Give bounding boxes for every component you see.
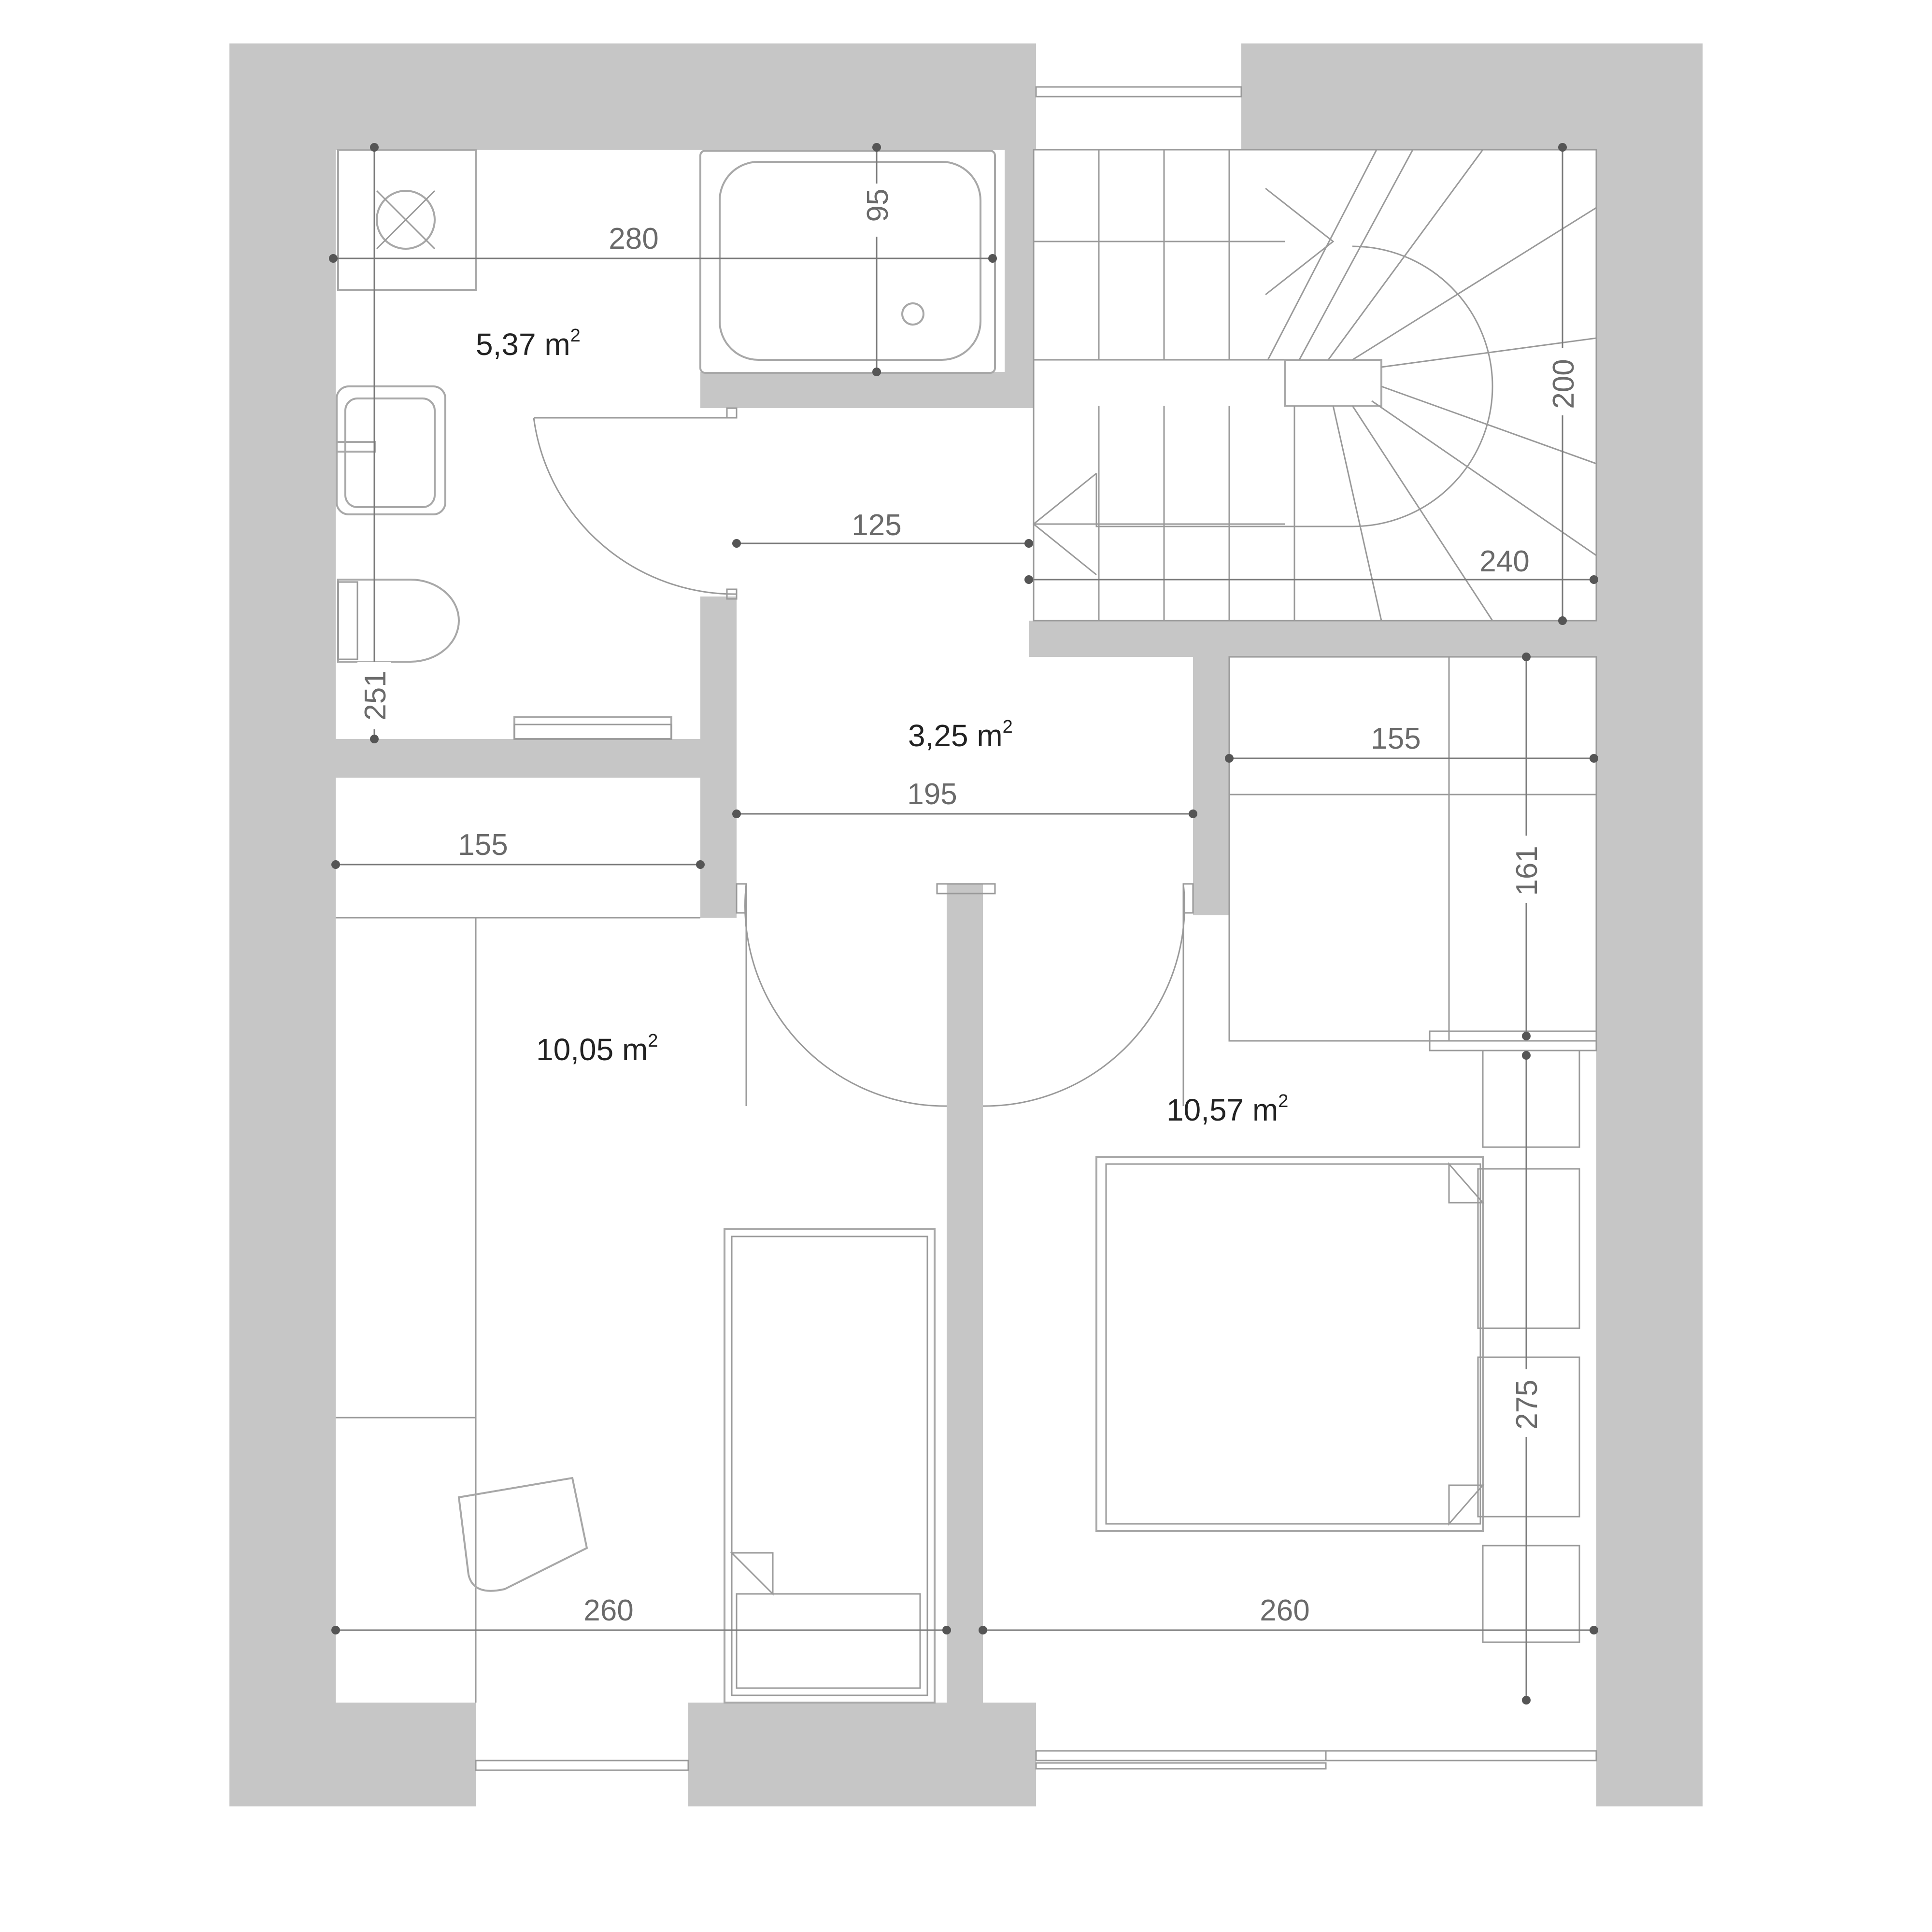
walls: [229, 43, 1703, 1806]
dim-bath-width: 280: [609, 222, 658, 256]
single-bed-pillow: [730, 1552, 774, 1596]
window-top: [1035, 86, 1242, 98]
dimension-lines: [329, 143, 1598, 1705]
dim-closet-left: 155: [458, 828, 508, 862]
wall-hall-right: [1193, 654, 1229, 915]
dim-closet-right-depth: 161: [1510, 846, 1544, 895]
sink-basin: [344, 398, 436, 508]
staircase: [1032, 149, 1597, 622]
stair-walkline: [1095, 245, 1493, 527]
door-bedroom-right: [982, 883, 1185, 1107]
dim-bath-length: 251: [359, 670, 392, 720]
wall-stair-bottom: [1029, 621, 1596, 657]
bathtub-inner: [719, 161, 981, 361]
wall-bottom-left: [229, 1703, 476, 1806]
bathtub-drain-icon: [901, 302, 924, 326]
closet-right: [1228, 656, 1597, 1042]
bedroom-left-furniture: [336, 917, 936, 1704]
area-bedroom-right: 10,57 m2: [1166, 1091, 1288, 1127]
dim-stair-length: 200: [1547, 359, 1580, 409]
window-bottom-right-c: [1035, 1762, 1327, 1770]
desk-chair: [457, 1477, 588, 1592]
single-bed: [724, 1228, 936, 1704]
shower-tray: [337, 149, 477, 291]
wall-stair-left: [1005, 150, 1034, 408]
nightstand-mid: [1477, 1168, 1580, 1329]
wall-left-outer: [229, 43, 336, 1806]
windows: [475, 86, 1597, 1771]
window-bottom-right-a: [1035, 1750, 1327, 1762]
stair-arrow-icon: [1265, 187, 1335, 296]
area-hall: 3,25 m2: [908, 717, 1013, 753]
room-labels: 5,37 m2 3,25 m2 10,05 m2 10,57 m2: [476, 326, 1288, 1127]
wall-bath-bottom: [336, 739, 737, 778]
double-bed-pillow-top: [1448, 1162, 1485, 1204]
wall-right-outer: [1596, 43, 1703, 1806]
dim-closet-right: 155: [1371, 722, 1421, 755]
bedroom-right-furniture: [1095, 656, 1597, 1643]
toilet-tank: [337, 581, 358, 660]
stair-treads-upper: [1034, 149, 1597, 368]
wall-top-right: [1241, 43, 1703, 150]
door-bathroom: [533, 417, 737, 595]
sink: [336, 385, 446, 515]
dim-bedroom-right-width: 260: [1260, 1594, 1309, 1627]
doors: [533, 407, 1194, 1107]
dimension-labels: 280 95 251 125 240 200 195 155 155 161 2…: [357, 184, 1580, 1628]
wall-bath-right-upper: [700, 372, 1034, 408]
nightstand-top: [1482, 1050, 1580, 1148]
shower-drain-icon: [376, 190, 436, 250]
dim-hall-lower: 195: [907, 778, 957, 811]
wall-bedroom-divider: [947, 884, 983, 1703]
area-bedroom-left: 10,05 m2: [536, 1031, 658, 1067]
dim-bedroom-left-width: 260: [583, 1594, 633, 1627]
area-bathroom: 5,37 m2: [476, 326, 581, 362]
dim-stair-width: 240: [1479, 545, 1529, 578]
door-bedroom-left: [744, 883, 947, 1107]
bathroom-fixtures: [336, 149, 996, 740]
nightstand-bottom: [1482, 1545, 1580, 1643]
dim-hall-upper: 125: [852, 509, 901, 542]
stair-outline: [1033, 149, 1597, 622]
stair-newel: [1284, 359, 1382, 407]
toilet: [337, 579, 460, 663]
bathtub: [699, 150, 996, 374]
sink-tap: [336, 441, 376, 453]
window-bottom-left: [475, 1760, 689, 1771]
single-bed-footboard: [736, 1593, 921, 1689]
nightstand-lower: [1477, 1356, 1580, 1518]
wall-top-left: [229, 43, 1036, 150]
wall-closet-left-bottom: [700, 775, 737, 918]
dim-bathtub-depth: 95: [861, 189, 895, 222]
stair-treads-lower: [1034, 385, 1597, 621]
dim-bedroom-right-depth: 275: [1510, 1379, 1544, 1429]
wall-bottom-right: [1596, 1703, 1703, 1806]
double-bed-pillow-bottom: [1448, 1484, 1485, 1526]
window-bottom-right-b: [1325, 1750, 1597, 1762]
double-bed: [1095, 1156, 1484, 1532]
radiator: [513, 716, 672, 740]
wall-bottom-mid: [688, 1703, 1036, 1806]
